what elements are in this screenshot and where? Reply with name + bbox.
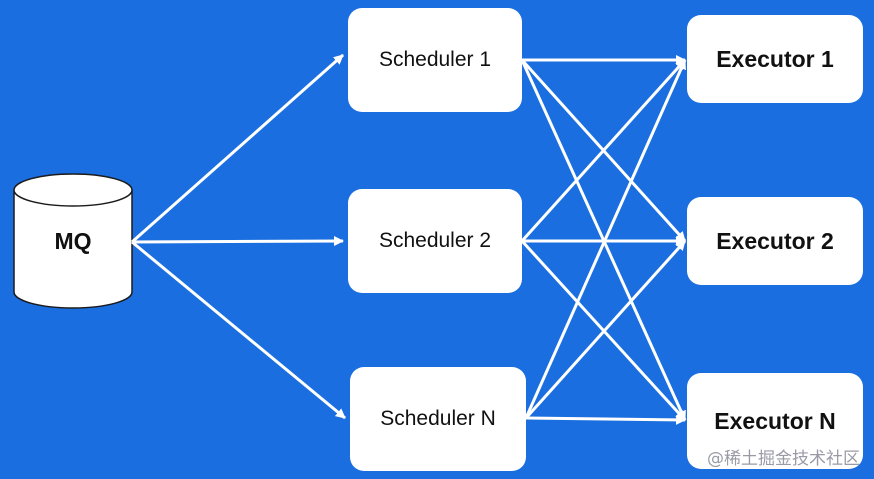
arrow-sn-e1 (524, 59, 687, 419)
scheduler-1-box: Scheduler 1 (348, 8, 522, 112)
arrow-s2-e1 (520, 58, 687, 243)
scheduler-n-box: Scheduler N (350, 367, 526, 471)
watermark-text: @稀土掘金技术社区 (707, 449, 860, 469)
arrow-mq-to-scheduler-2 (131, 236, 344, 247)
scheduler-2-box: Scheduler 2 (348, 189, 522, 293)
arrow-mq-to-scheduler-n (131, 240, 346, 420)
scheduler-2-label: Scheduler 2 (378, 229, 492, 252)
scheduler-executor-arrows (520, 55, 687, 425)
mq-label: MQ (54, 228, 92, 254)
arrow-sn-en (525, 414, 686, 425)
mq-arrows (131, 53, 346, 420)
executor-2-label: Executor 2 (716, 227, 834, 254)
executor-2-box: Executor 2 (687, 197, 863, 285)
executor-1-box: Executor 1 (687, 15, 863, 103)
executor-n-box: Executor N (687, 373, 863, 469)
scheduler-1-label: Scheduler 1 (378, 48, 492, 71)
arrow-mq-to-scheduler-1 (131, 53, 344, 244)
arrow-sn-e2 (524, 239, 687, 420)
executor-1-label: Executor 1 (716, 45, 834, 72)
scheduler-n-label: Scheduler N (380, 407, 496, 430)
executor-n-label: Executor N (714, 407, 836, 434)
mq-cylinder (13, 173, 133, 309)
